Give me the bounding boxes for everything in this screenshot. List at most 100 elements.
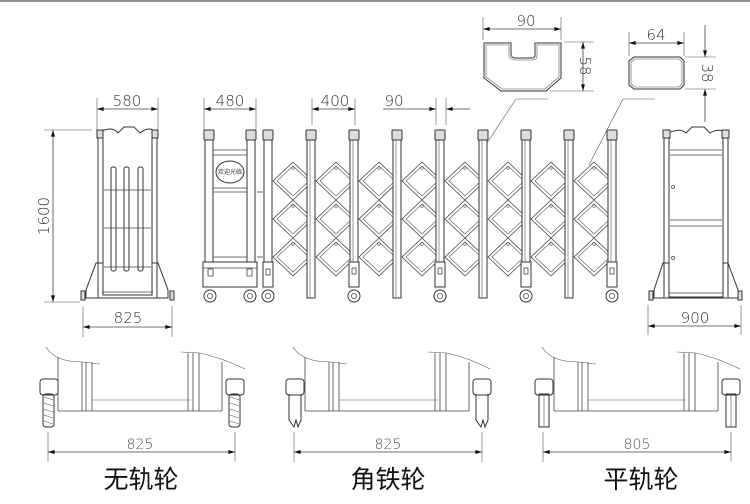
lattice-pin xyxy=(334,204,338,208)
post-wheel-bracket xyxy=(434,261,446,288)
post-bracket-slot xyxy=(523,267,529,275)
gate-post xyxy=(607,139,617,263)
tail-view-right: 900 xyxy=(647,126,743,335)
label-angle-iron-wheel: 角铁轮 xyxy=(350,465,425,494)
lattice-pin xyxy=(291,166,295,170)
label-trackless-wheel: 无轨轮 xyxy=(103,465,178,494)
lattice-pin xyxy=(463,166,467,170)
post-wheel xyxy=(605,289,619,303)
post-wheel xyxy=(519,289,533,303)
lattice-pin xyxy=(420,242,424,246)
lattice-pin xyxy=(291,242,295,246)
lattice-pin xyxy=(549,204,553,208)
lattice-pin xyxy=(420,204,424,208)
lattice-diamond-inner xyxy=(362,203,396,235)
post-wheel-hub xyxy=(437,293,443,299)
lattice-diamond xyxy=(530,237,572,277)
lattice-pin xyxy=(334,166,338,170)
lattice-diamond-inner xyxy=(362,165,396,197)
lattice-pin xyxy=(420,166,424,170)
post-wheel xyxy=(347,289,361,303)
post-wheel-bracket xyxy=(606,261,618,288)
lattice-diamond-inner xyxy=(319,241,353,273)
post-cap xyxy=(477,129,489,141)
front-view: 480 400 90 欢迎光临 xyxy=(202,92,619,303)
lattice-diamond-inner xyxy=(577,165,611,197)
lattice-diamond-inner xyxy=(491,203,525,235)
lattice-diamond-inner xyxy=(319,165,353,197)
wheel-details: 825 无轨轮 825 角铁轮 xyxy=(39,346,741,494)
lattice-pin xyxy=(377,166,381,170)
dim-post-spacing: 400 xyxy=(321,92,350,110)
lattice-diamond-inner xyxy=(448,241,482,273)
gate-post xyxy=(306,139,316,299)
lattice-diamond xyxy=(487,237,529,277)
label-flat-rail-wheel: 平轨轮 xyxy=(603,465,678,494)
lattice-diamond-inner xyxy=(534,203,568,235)
lattice-pin xyxy=(592,242,596,246)
post-wheel-bracket xyxy=(348,261,360,288)
post-wheel-hub xyxy=(609,293,615,299)
lattice-pin xyxy=(463,204,467,208)
lattice-pin xyxy=(506,166,510,170)
lattice-pin xyxy=(506,242,510,246)
lattice-pin xyxy=(549,242,553,246)
wheel-detail-trackless: 825 无轨轮 xyxy=(39,346,246,494)
dim-profile-a-height: 58 xyxy=(576,56,594,75)
post-wheel xyxy=(433,289,447,303)
lattice-diamond-inner xyxy=(362,241,396,273)
lattice-diamond-inner xyxy=(577,203,611,235)
lattice-pin xyxy=(592,166,596,170)
profile-section-a: 90 58 xyxy=(482,12,594,144)
scissor-lattice xyxy=(272,161,615,277)
lattice-diamond xyxy=(444,237,486,277)
post-bracket-slot xyxy=(437,267,443,275)
dim-flat-rail-width: 805 xyxy=(624,437,651,453)
post-cap xyxy=(606,129,618,141)
post-cap xyxy=(305,129,317,141)
lattice-diamond-inner xyxy=(276,241,310,273)
lattice-diamond xyxy=(358,237,400,277)
lattice-pin xyxy=(592,204,596,208)
lattice-diamond-inner xyxy=(534,165,568,197)
lattice-diamond-inner xyxy=(448,165,482,197)
dim-post-width: 90 xyxy=(384,92,403,110)
gate-post xyxy=(392,139,402,299)
lattice-diamond xyxy=(315,237,357,277)
gate-post xyxy=(564,139,574,299)
lattice-diamond-inner xyxy=(276,203,310,235)
gate-posts xyxy=(305,129,619,303)
profile-section-b: 64 38 xyxy=(588,25,716,166)
lattice-diamond-inner xyxy=(405,165,439,197)
lattice-diamond-inner xyxy=(534,241,568,273)
lattice-pin xyxy=(334,242,338,246)
lattice-pin xyxy=(377,242,381,246)
lattice-diamond xyxy=(573,237,615,277)
post-wheel-hub xyxy=(351,293,357,299)
top-border xyxy=(0,0,750,2)
lattice-diamond-inner xyxy=(319,203,353,235)
post-bracket-slot xyxy=(351,267,357,275)
lattice-pin xyxy=(549,166,553,170)
dim-side-height: 1600 xyxy=(35,197,53,235)
wheel-detail-angle-iron: 825 角铁轮 xyxy=(285,346,492,494)
lattice-pin xyxy=(291,204,295,208)
lattice-pin xyxy=(506,204,510,208)
dim-profile-b-width: 64 xyxy=(646,26,665,44)
dim-side-top-width: 580 xyxy=(113,92,142,110)
gate-post xyxy=(349,139,359,263)
dim-head-width: 480 xyxy=(216,92,245,110)
lattice-diamond-inner xyxy=(405,241,439,273)
lattice-diamond xyxy=(401,237,443,277)
post-cap xyxy=(391,129,403,141)
dim-profile-a-width: 90 xyxy=(516,12,535,30)
lattice-diamond-inner xyxy=(577,241,611,273)
lattice-diamond-inner xyxy=(491,241,525,273)
gate-post xyxy=(521,139,531,263)
gate-post xyxy=(435,139,445,263)
lattice-pin xyxy=(463,242,467,246)
lattice-diamond-inner xyxy=(491,165,525,197)
dim-tail-base-width: 900 xyxy=(681,309,710,327)
lattice-diamond xyxy=(272,237,314,277)
post-wheel-bracket xyxy=(520,261,532,288)
